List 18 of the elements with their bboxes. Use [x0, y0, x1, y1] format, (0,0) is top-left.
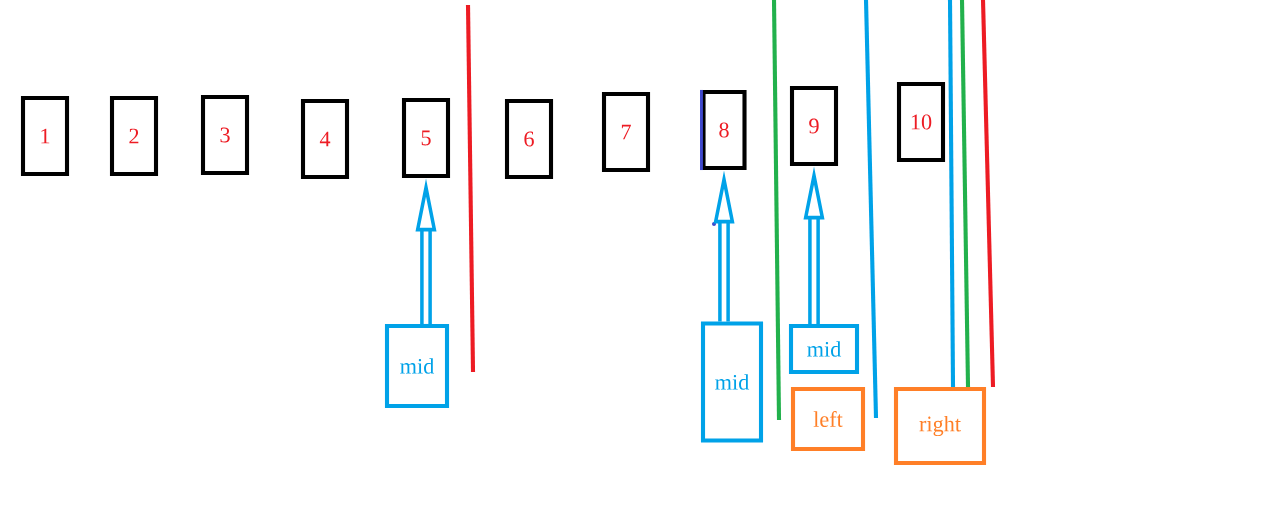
numbered-box: 9 [789, 85, 839, 167]
numbered-box: 5 [401, 97, 451, 179]
numbered-box: 6 [504, 98, 554, 180]
numbered-box: 4 [300, 98, 350, 180]
leader-line [980, 0, 996, 387]
mid-box: mid [788, 323, 860, 375]
numbered-box: 8 [700, 89, 747, 171]
numbered-box: 3 [200, 94, 250, 176]
mid-box: mid [700, 321, 764, 443]
numbered-box: 1 [20, 95, 70, 177]
mid-box: mid [384, 323, 450, 409]
pointer-box: right [893, 386, 987, 466]
pointer-box: left [790, 386, 866, 452]
numbered-box: 7 [601, 91, 651, 173]
numbered-box: 10 [896, 81, 946, 163]
numbered-box: 2 [109, 95, 159, 177]
leader-line [959, 0, 971, 387]
leader-line [947, 0, 956, 387]
